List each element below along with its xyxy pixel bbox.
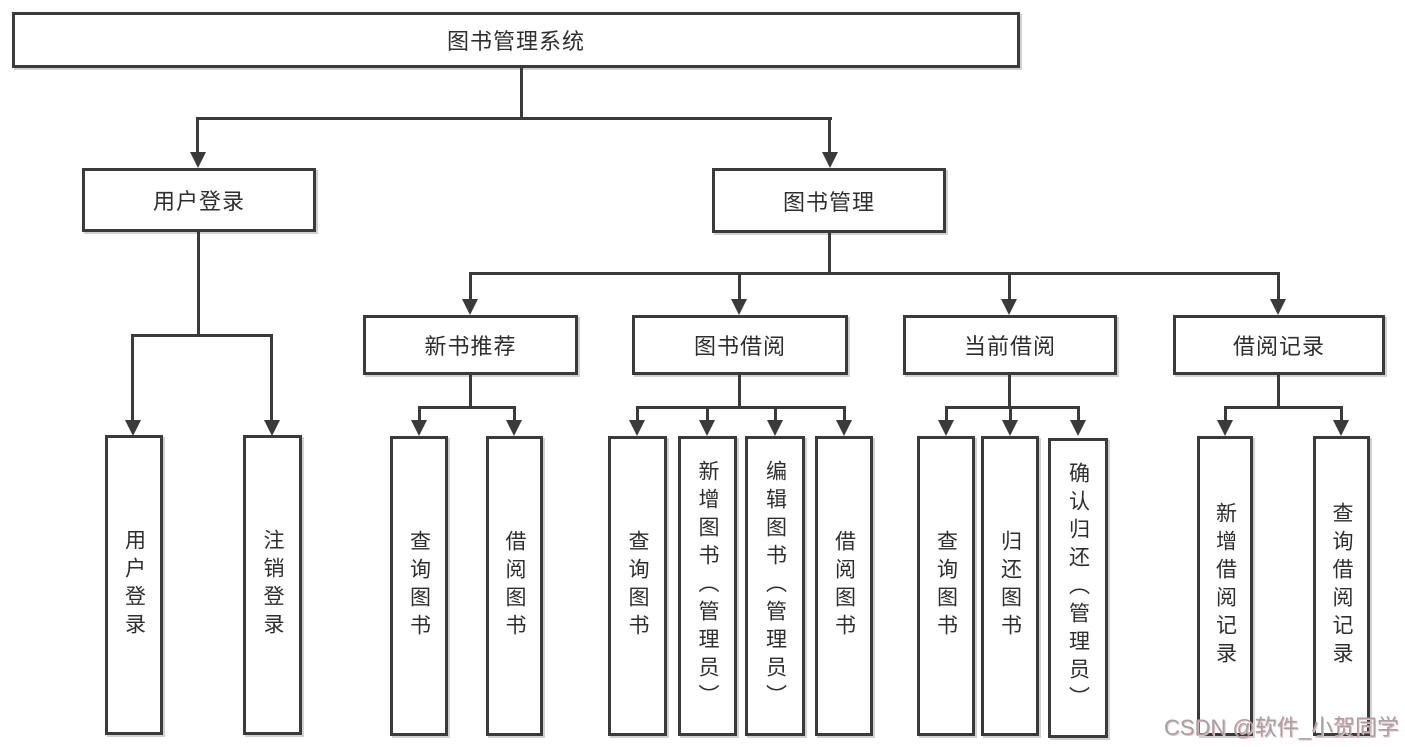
arrow-down-icon bbox=[1001, 299, 1017, 315]
leaf-add-borrow-record: 新增借阅记录 bbox=[1197, 436, 1253, 736]
connector-root-hline bbox=[196, 117, 832, 120]
connector-to-current-borrow bbox=[1008, 272, 1011, 301]
arrow-down-icon bbox=[506, 420, 522, 436]
leaf-add-books-admin: 新增图书（管理员） bbox=[678, 436, 737, 736]
connector-bookborrow-stem bbox=[738, 373, 741, 409]
connector-to-leaf-login bbox=[131, 334, 134, 422]
connector-leaf-stem bbox=[843, 406, 846, 422]
connector-borrowrecords-hline bbox=[1224, 406, 1343, 409]
leaf-query-books-borrow: 查询图书 bbox=[608, 436, 667, 736]
connector-leaf-stem bbox=[706, 406, 709, 422]
connector-to-new-book bbox=[469, 272, 472, 301]
node-root: 图书管理系统 bbox=[12, 12, 1020, 68]
leaf-borrow-books-recommend: 借阅图书 bbox=[486, 436, 543, 736]
arrow-down-icon bbox=[767, 420, 783, 436]
connector-newbook-hline bbox=[418, 406, 516, 409]
arrow-down-icon bbox=[629, 420, 645, 436]
connector-borrowrecords-stem bbox=[1277, 373, 1280, 409]
connector-leaf-stem bbox=[1340, 406, 1343, 422]
node-book-management: 图书管理 bbox=[712, 168, 946, 233]
leaf-confirm-return-admin: 确认归还（管理员） bbox=[1048, 438, 1108, 738]
connector-leaf-stem bbox=[1077, 406, 1080, 422]
connector-leaf-stem bbox=[1009, 406, 1012, 422]
leaf-query-borrow-record: 查询借阅记录 bbox=[1313, 436, 1370, 736]
node-borrow-records: 借阅记录 bbox=[1173, 315, 1385, 375]
connector-to-book-borrow bbox=[738, 272, 741, 301]
node-current-borrow: 当前借阅 bbox=[903, 315, 1117, 375]
connector-to-leaf-logout bbox=[270, 334, 273, 422]
connector-user-login-hline bbox=[131, 334, 273, 337]
csdn-watermark: CSDN @软件_小贺同学 bbox=[1163, 715, 1399, 740]
arrow-down-icon bbox=[125, 420, 141, 436]
connector-to-user-login bbox=[196, 117, 199, 155]
arrow-down-icon bbox=[411, 420, 427, 436]
connector-to-borrow-records bbox=[1277, 272, 1280, 301]
connector-book-mgmt-stem bbox=[828, 230, 831, 275]
connector-newbook-stem bbox=[469, 373, 472, 409]
connector-book-mgmt-hline bbox=[469, 272, 1280, 275]
arrow-down-icon bbox=[264, 420, 280, 436]
arrow-down-icon bbox=[1002, 420, 1018, 436]
connector-leaf-stem bbox=[945, 406, 948, 422]
connector-currentborrow-stem bbox=[1008, 373, 1011, 409]
node-user-login: 用户登录 bbox=[82, 168, 316, 232]
arrow-down-icon bbox=[731, 299, 747, 315]
connector-leaf-stem bbox=[418, 406, 421, 422]
leaf-query-books-current: 查询图书 bbox=[917, 436, 975, 736]
arrow-down-icon bbox=[1333, 420, 1349, 436]
connector-to-book-management bbox=[828, 117, 831, 155]
arrow-down-icon bbox=[1270, 299, 1286, 315]
connector-user-login-stem bbox=[197, 230, 200, 336]
arrow-down-icon bbox=[699, 420, 715, 436]
leaf-return-books: 归还图书 bbox=[981, 436, 1039, 736]
arrow-down-icon bbox=[822, 152, 838, 168]
arrow-down-icon bbox=[462, 299, 478, 315]
node-book-borrow: 图书借阅 bbox=[632, 315, 848, 375]
connector-currentborrow-hline bbox=[945, 406, 1080, 409]
connector-leaf-stem bbox=[1224, 406, 1227, 422]
leaf-query-books-recommend: 查询图书 bbox=[390, 436, 448, 736]
leaf-logout: 注销登录 bbox=[243, 435, 302, 735]
arrow-down-icon bbox=[190, 152, 206, 168]
arrow-down-icon bbox=[1070, 420, 1086, 436]
leaf-user-login: 用户登录 bbox=[105, 435, 163, 735]
leaf-edit-books-admin: 编辑图书（管理员） bbox=[745, 436, 805, 736]
arrow-down-icon bbox=[938, 420, 954, 436]
connector-leaf-stem bbox=[513, 406, 516, 422]
node-new-book-recommend: 新书推荐 bbox=[363, 315, 578, 375]
leaf-borrow-books: 借阅图书 bbox=[815, 436, 873, 736]
arrow-down-icon bbox=[836, 420, 852, 436]
connector-leaf-stem bbox=[774, 406, 777, 422]
arrow-down-icon bbox=[1217, 420, 1233, 436]
connector-root-stem bbox=[520, 66, 523, 120]
connector-bookborrow-hline bbox=[636, 406, 846, 409]
connector-leaf-stem bbox=[636, 406, 639, 422]
